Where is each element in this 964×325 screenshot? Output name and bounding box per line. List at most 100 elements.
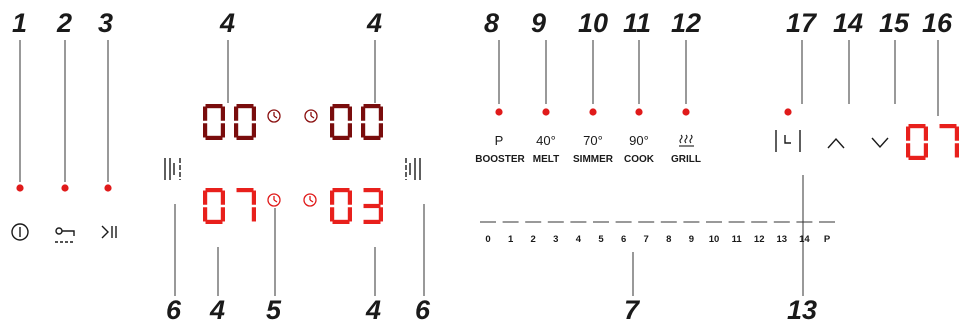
- segment-f: [361, 106, 366, 121]
- scale-label: 4: [576, 234, 582, 245]
- callout-10: 10: [578, 8, 608, 38]
- segment-b: [251, 106, 256, 121]
- segment-d: [332, 219, 350, 224]
- cooking-zone-display-bottom-right: [330, 188, 383, 224]
- segment-g: [363, 203, 381, 209]
- callout-6-left: 6: [166, 295, 182, 325]
- pause-indicator-led: [104, 184, 112, 192]
- callout-17: 17: [786, 8, 818, 38]
- callout-9: 9: [531, 8, 546, 38]
- zone-link-icon-left[interactable]: [164, 158, 181, 180]
- scale-label: 5: [598, 234, 604, 245]
- segment-e: [361, 123, 366, 138]
- segment-d: [363, 219, 381, 224]
- callout-8: 8: [484, 8, 499, 38]
- grill-button[interactable]: GRILL: [671, 134, 701, 165]
- timer-clock-icon-bottom-right: [303, 193, 317, 207]
- function-buttons: P BOOSTER 40° MELT 70° SIMMER 90° COOK G…: [475, 108, 701, 165]
- timer-clock-icon-top-right: [304, 109, 318, 123]
- simmer-symbol: 70°: [583, 133, 603, 148]
- segment-b: [954, 126, 959, 141]
- booster-led: [495, 108, 503, 116]
- booster-button[interactable]: P BOOSTER: [475, 133, 525, 165]
- leader-lines: [19, 40, 939, 296]
- segment-d: [363, 135, 381, 140]
- callout-numbers: 1 2 3 4 4 8 9 10 11 12 17 14 15 16 6 4 5…: [12, 8, 953, 325]
- zone-select-button[interactable]: [775, 130, 801, 152]
- scale-label: 3: [553, 234, 558, 245]
- lock-indicator-led: [61, 184, 69, 192]
- callout-13: 13: [787, 295, 817, 325]
- segment-c: [378, 207, 383, 222]
- scale-label: 13: [777, 234, 788, 245]
- scale-label: P: [824, 234, 831, 245]
- segment-a: [908, 124, 926, 129]
- cooking-zone-display-bottom-left: [203, 188, 256, 224]
- grill-led: [682, 108, 690, 116]
- segment-d: [236, 135, 254, 140]
- segment-b: [251, 190, 256, 205]
- cook-button[interactable]: 90° COOK: [624, 133, 655, 165]
- segment-c: [347, 207, 352, 222]
- segment-d: [205, 219, 223, 224]
- zone-link-icon-right[interactable]: [405, 158, 421, 180]
- grill-label: GRILL: [671, 154, 701, 165]
- segment-e: [203, 207, 208, 222]
- scale-label: 2: [531, 234, 536, 245]
- segment-f: [330, 190, 335, 205]
- scale-label: 12: [754, 234, 765, 245]
- scale-label: 14: [799, 234, 810, 245]
- callout-4-bottom-left: 4: [209, 295, 225, 325]
- callout-3: 3: [98, 8, 113, 38]
- callout-4-bottom-right: 4: [365, 295, 381, 325]
- simmer-button[interactable]: 70° SIMMER: [573, 133, 614, 165]
- callout-11: 11: [623, 8, 651, 38]
- segment-c: [251, 207, 256, 222]
- segment-a: [363, 104, 381, 109]
- play-pause-icon[interactable]: [101, 225, 117, 239]
- segment-f: [203, 106, 208, 121]
- scale-label: 10: [709, 234, 720, 245]
- segment-a: [363, 188, 381, 193]
- callout-4-top-left: 4: [219, 8, 235, 38]
- callout-2: 2: [56, 8, 72, 38]
- up-arrow-icon[interactable]: [827, 137, 845, 149]
- segment-a: [332, 104, 350, 109]
- segment-d: [332, 135, 350, 140]
- segment-b: [220, 190, 225, 205]
- segment-f: [906, 126, 911, 141]
- segment-a: [939, 124, 957, 129]
- down-arrow-icon[interactable]: [871, 137, 889, 149]
- zone-select-led: [784, 108, 792, 116]
- scale-label: 9: [689, 234, 694, 245]
- segment-b: [923, 126, 928, 141]
- power-icon[interactable]: [11, 223, 29, 241]
- scale-label: 7: [644, 234, 649, 245]
- timer-clock-icon-top-left: [267, 109, 281, 123]
- cooking-zone-display-top-right: [330, 104, 383, 140]
- melt-button[interactable]: 40° MELT: [533, 133, 559, 165]
- scale-label: 0: [485, 234, 490, 245]
- scale-label: 11: [732, 234, 743, 245]
- segment-b: [347, 106, 352, 121]
- callout-1: 1: [12, 8, 27, 38]
- segment-e: [234, 123, 239, 138]
- segment-a: [236, 188, 254, 193]
- callout-16: 16: [922, 8, 953, 38]
- timer-clock-icon-bottom-left: [267, 193, 281, 207]
- segment-e: [906, 143, 911, 158]
- left-controls: [11, 184, 117, 243]
- segment-c: [220, 123, 225, 138]
- callout-4-top-right: 4: [366, 8, 382, 38]
- scale-label: 6: [621, 234, 626, 245]
- segment-e: [330, 207, 335, 222]
- segment-d: [908, 155, 926, 160]
- key-lock-icon[interactable]: [55, 227, 75, 243]
- melt-symbol: 40°: [536, 133, 556, 148]
- segment-a: [332, 188, 350, 193]
- segment-b: [378, 190, 383, 205]
- booster-label: BOOSTER: [475, 154, 525, 165]
- melt-led: [542, 108, 550, 116]
- segment-f: [234, 106, 239, 121]
